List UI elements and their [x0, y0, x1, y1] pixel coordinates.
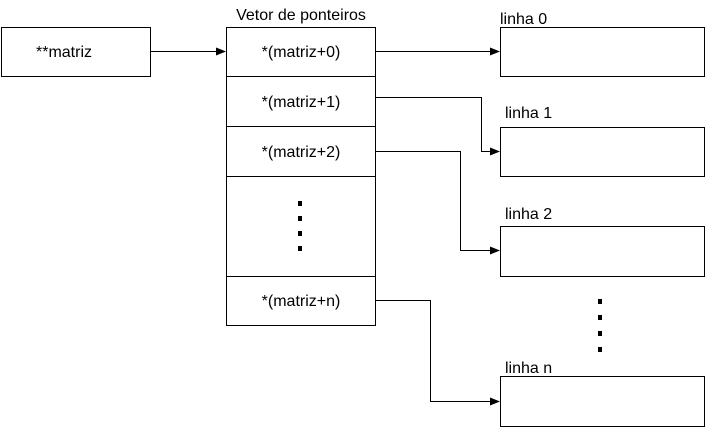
pointer-cell-1	[226, 76, 376, 127]
matrix-pointer-box	[1, 27, 151, 77]
pointer-cell-0	[226, 27, 376, 77]
row-box-1	[500, 127, 705, 177]
pointer-cell-ellipsis	[226, 176, 376, 277]
row-label-1: linha 1	[505, 105, 552, 122]
pointer-label-1: *(matriz+1)	[262, 94, 341, 111]
row-label-0: linha 0	[500, 11, 547, 28]
rows-ellipsis	[598, 299, 602, 352]
arrow-pointer2-to-row2	[376, 151, 500, 255]
row-label-2: linha 2	[505, 206, 552, 223]
vector-title: Vetor de ponteiros	[236, 7, 366, 24]
pointer-label-n: *(matriz+n)	[262, 293, 341, 310]
row-box-0	[500, 27, 705, 77]
row-box-n	[500, 376, 705, 427]
pointer-cell-2	[226, 126, 376, 177]
matrix-pointer-label: **matriz	[36, 44, 92, 61]
pointer-label-0: *(matriz+0)	[262, 44, 341, 61]
row-label-n: linha n	[505, 360, 552, 377]
row-box-2	[500, 226, 705, 277]
pointer-label-2: *(matriz+2)	[262, 144, 341, 161]
arrow-pointern-to-rown	[376, 300, 500, 406]
vector-ellipsis	[298, 201, 302, 251]
arrow-pointer1-to-row1	[376, 97, 500, 156]
pointer-cell-n	[226, 276, 376, 326]
